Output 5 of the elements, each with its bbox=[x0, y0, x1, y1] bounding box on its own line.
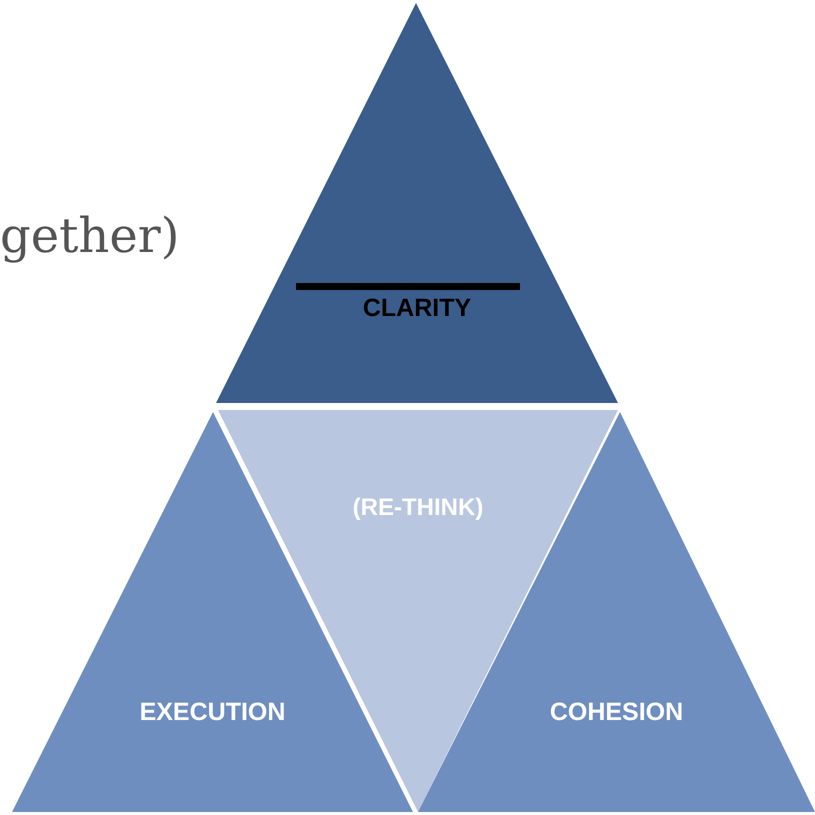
node-label: (RE-THINK) bbox=[352, 494, 484, 522]
node-label: COHESION bbox=[548, 698, 684, 727]
text-label: gether) bbox=[0, 208, 180, 264]
node-label: CLARITY bbox=[362, 294, 472, 323]
node-label: EXECUTION bbox=[138, 698, 286, 727]
